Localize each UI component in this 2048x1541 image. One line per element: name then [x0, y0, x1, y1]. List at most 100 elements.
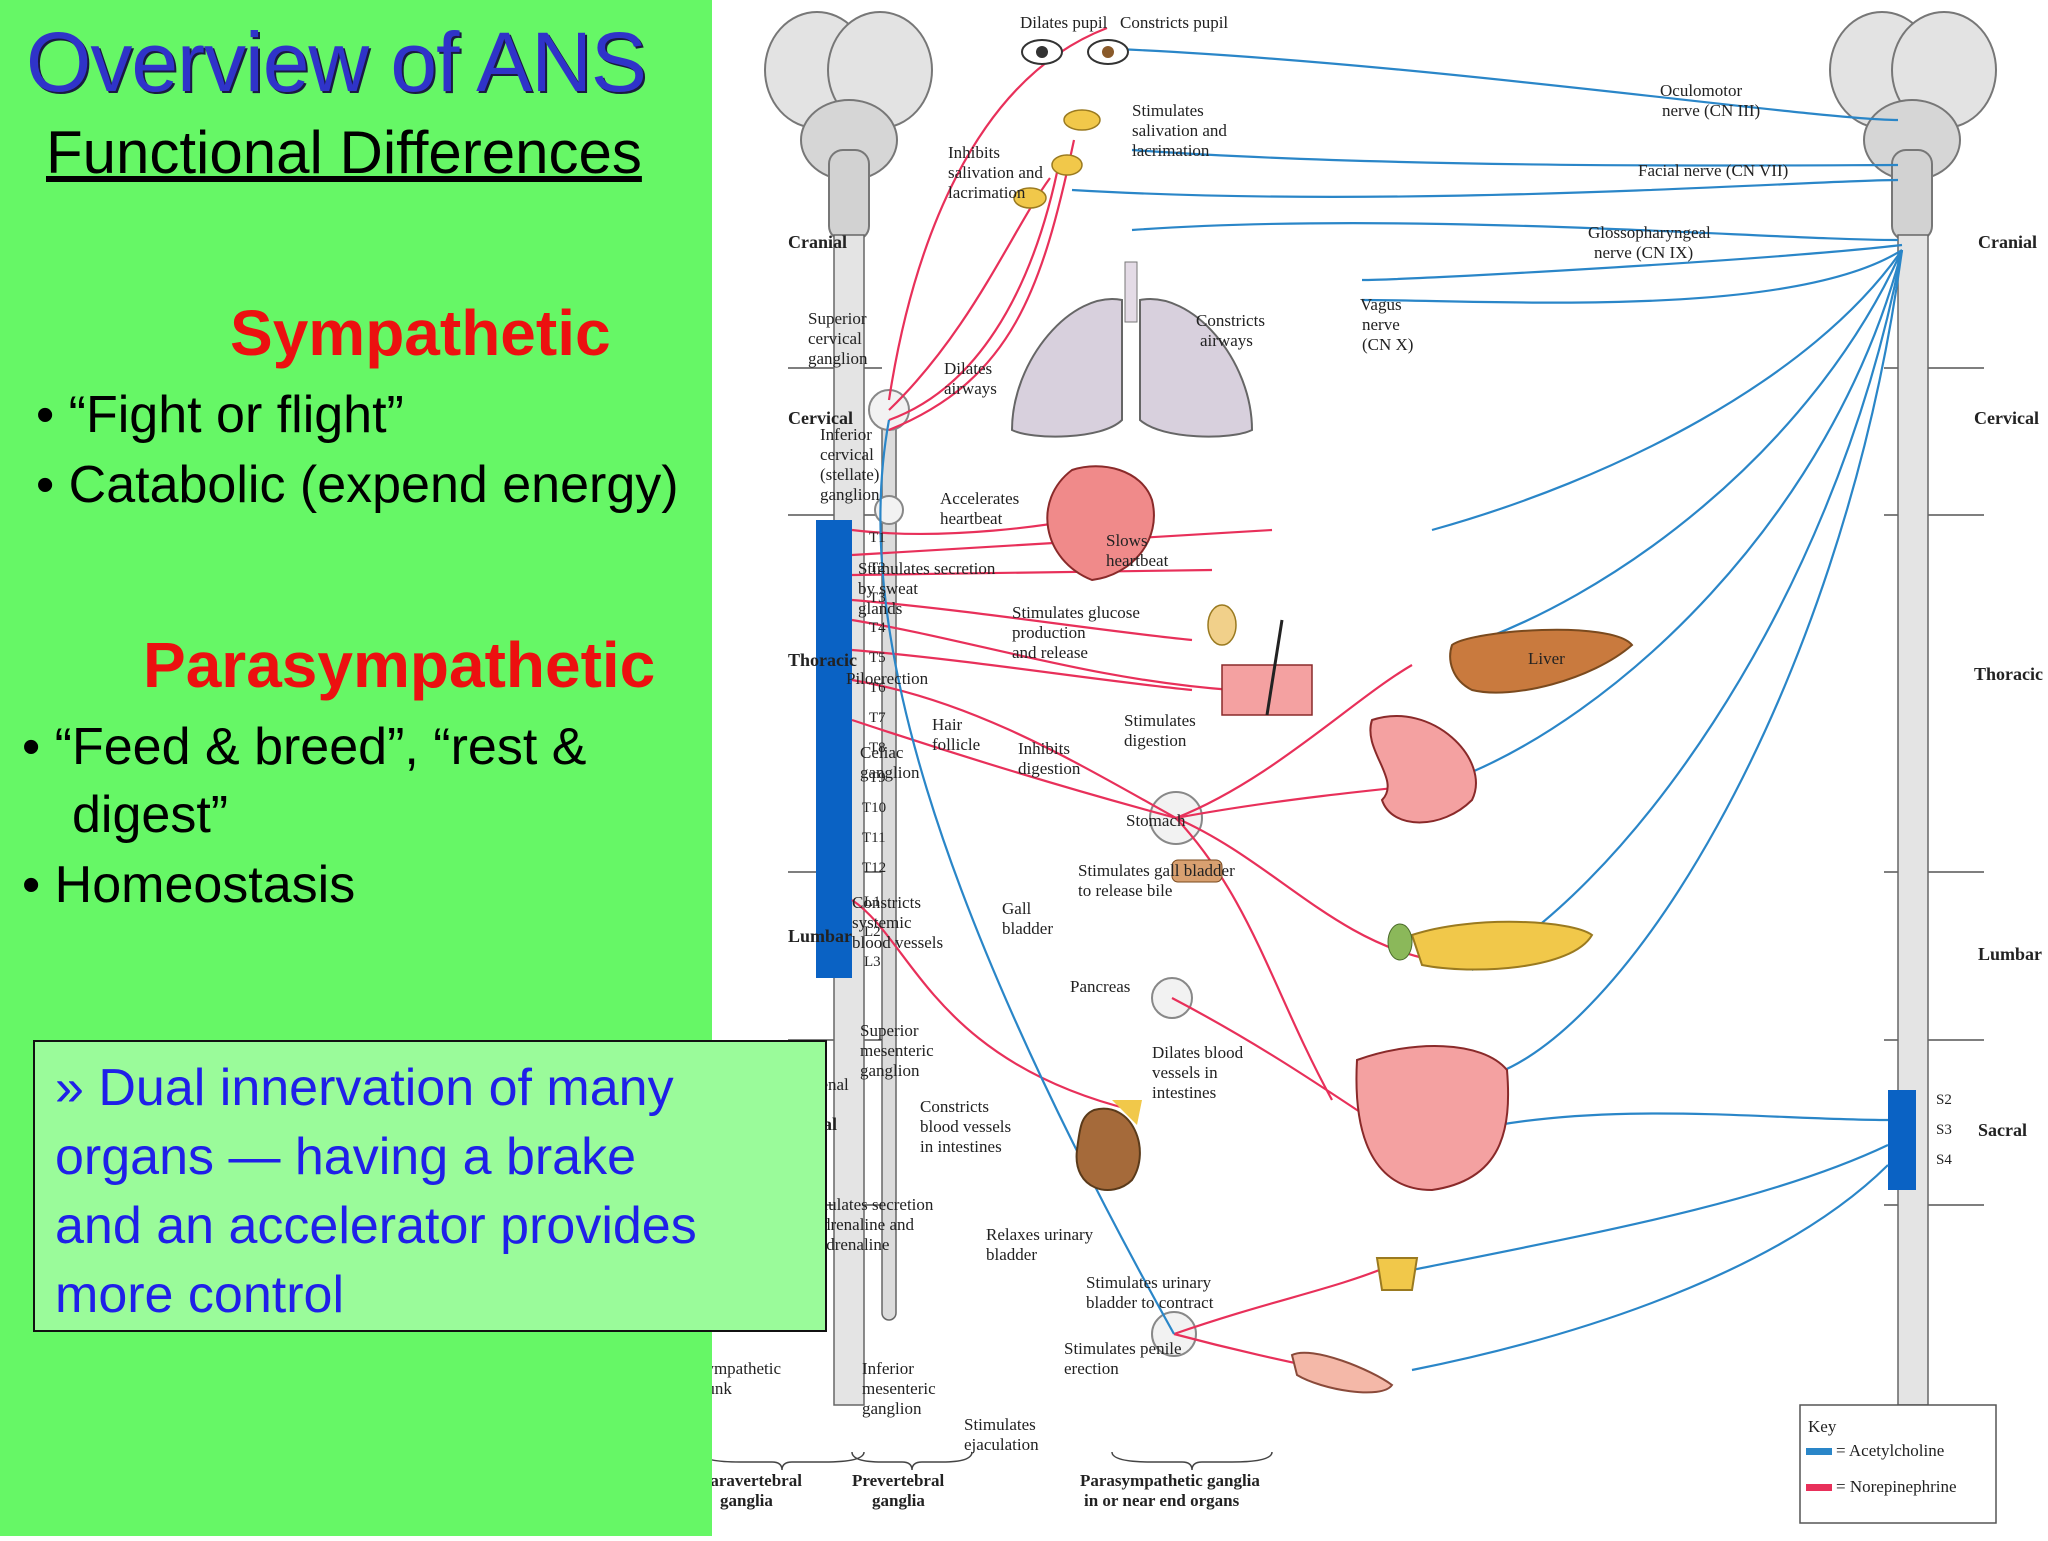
liver-icon [1449, 628, 1634, 694]
annotation-label: Inhibits [1018, 739, 1070, 758]
level-label-lumbar: Lumbar [1978, 944, 2042, 964]
acetylcholine-swatch [1806, 1448, 1832, 1455]
annotation-label: Constricts [852, 893, 921, 912]
annotation-label: Inferior [820, 425, 872, 444]
annotation-label: blood vessels [920, 1117, 1011, 1136]
callout-line: more control [55, 1266, 344, 1324]
parasympathetic-heading: Parasympathetic [143, 629, 656, 701]
segment-label: S4 [1936, 1152, 1952, 1168]
annotation-label: Accelerates [940, 489, 1019, 508]
eye-icon [1021, 39, 1129, 65]
segment-label: S3 [1936, 1122, 1952, 1138]
annotation-label: erection [1064, 1359, 1119, 1378]
annotation-label: Pancreas [1070, 977, 1130, 996]
annotation-label: Inhibits [948, 143, 1000, 162]
dual-innervation-callout: » Dual innervation of many organs — havi… [33, 1040, 827, 1332]
level-label-cervical: Cervical [1974, 408, 2039, 428]
annotation-label: Liver [1528, 649, 1565, 668]
annotation-label: ejaculation [964, 1435, 1039, 1454]
annotation-label: nerve (CN III) [1662, 101, 1760, 120]
annotation-label: Vagus [1360, 295, 1402, 314]
annotation-label: mesenteric [860, 1041, 934, 1060]
annotation-label: Stimulates penile [1064, 1339, 1182, 1358]
segment-label: L1 [864, 894, 881, 910]
segment-label: T4 [869, 620, 886, 636]
segment-label: T11 [862, 830, 886, 846]
annotation-label: Stimulates [1132, 101, 1204, 120]
annotation-label: Constricts [920, 1097, 989, 1116]
segment-label: T9 [869, 770, 886, 786]
pancreas-icon [1387, 920, 1594, 971]
annotation-label: Stimulates urinary [1086, 1273, 1212, 1292]
annotation-label: ganglion [860, 1061, 920, 1080]
annotation-label: Superior [860, 1021, 919, 1040]
annotation-label: Superior [808, 309, 867, 328]
annotation-label: intestines [1152, 1083, 1216, 1102]
annotation-label: ganglion [862, 1399, 922, 1418]
adrenal-kidney-icon [1075, 1100, 1142, 1191]
annotation-label: ganglion [860, 763, 920, 782]
annotation-label: Relaxes urinary [986, 1225, 1094, 1244]
hair-follicle-icon [1221, 619, 1313, 716]
annotation-label: Stimulates gall bladder [1078, 861, 1235, 880]
segment-label: T2 [869, 560, 886, 576]
key-acetylcholine: = Acetylcholine [1836, 1441, 1944, 1460]
level-label-thoracic: Thoracic [1974, 664, 2043, 684]
annotation-label: cervical [820, 445, 874, 464]
salivary-glands-icon [1013, 109, 1101, 209]
annotation-label: salivation and [948, 163, 1043, 182]
annotation-label: Dilates [944, 359, 992, 378]
annotation-label: production [1012, 623, 1086, 642]
stomach-icon [1369, 715, 1477, 824]
sympathetic-bullet: • Catabolic (expend energy) [36, 456, 679, 514]
annotation-label: (stellate) [820, 465, 879, 484]
annotation-label: Stimulates secretion [858, 559, 996, 578]
ans-diagram-svg: Cranial Cervical Thoracic Lumbar Sacral … [696, 11, 2043, 1524]
level-label-cervical: Cervical [788, 408, 853, 428]
annotation-label: Stimulates glucose [1012, 603, 1140, 622]
parasympathetic-fibers [879, 46, 1904, 1372]
annotation-label: in intestines [920, 1137, 1002, 1156]
segment-label: T7 [869, 710, 886, 726]
annotation-label: bladder to contract [1086, 1293, 1214, 1312]
annotation-label: and release [1012, 643, 1088, 662]
annotation-label: cervical [808, 329, 862, 348]
annotation-label: Stomach [1126, 811, 1186, 830]
key-norepinephrine: = Norepinephrine [1836, 1477, 1957, 1496]
lungs-icon [1010, 261, 1254, 438]
annotation-label: systemic [852, 913, 912, 932]
annotation-label: nerve [1362, 315, 1400, 334]
callout-line: » Dual innervation of many [55, 1059, 674, 1117]
annotation-label: ganglia [872, 1491, 925, 1510]
annotation-label: Constricts [1196, 311, 1265, 330]
parasympathetic-bullet: digest” [72, 786, 229, 844]
annotation-label: Oculomotor [1660, 81, 1742, 100]
annotation-label: to release bile [1078, 881, 1172, 900]
annotation-label: in or near end organs [1084, 1491, 1240, 1510]
annotation-label: bladder [986, 1245, 1037, 1264]
level-label-sacral: Sacral [1978, 1120, 2027, 1140]
segment-label: L3 [864, 954, 881, 970]
callout-text: » Dual innervation of many organs — havi… [55, 1054, 697, 1330]
annotation-label: Stimulates [1124, 711, 1196, 730]
right-spinal-cord [1897, 234, 1929, 1406]
level-label-cranial: Cranial [788, 232, 847, 252]
annotation-label: vessels in [1152, 1063, 1218, 1082]
annotation-label: glands [858, 599, 902, 618]
segment-label: T8 [869, 740, 886, 756]
sweat-gland-icon [1207, 604, 1237, 646]
norepinephrine-swatch [1806, 1484, 1832, 1491]
penis-icon [1290, 1351, 1394, 1394]
annotation-label: ganglion [820, 485, 880, 504]
segment-label: T1 [869, 530, 886, 546]
sympathetic-heading: Sympathetic [230, 297, 611, 369]
annotation-label: Sympathetic [712, 1359, 781, 1378]
segment-label: T12 [862, 860, 886, 876]
annotation-label: follicle [932, 735, 980, 754]
slide-subtitle: Functional Differences [46, 119, 642, 186]
annotation-label: Dilates pupil [1020, 13, 1108, 32]
annotation-label: digestion [1018, 759, 1081, 778]
level-label-lumbar: Lumbar [788, 926, 852, 946]
parasympathetic-bullet: • Homeostasis [22, 856, 356, 914]
annotation-label: Facial nerve (CN VII) [1638, 161, 1788, 180]
